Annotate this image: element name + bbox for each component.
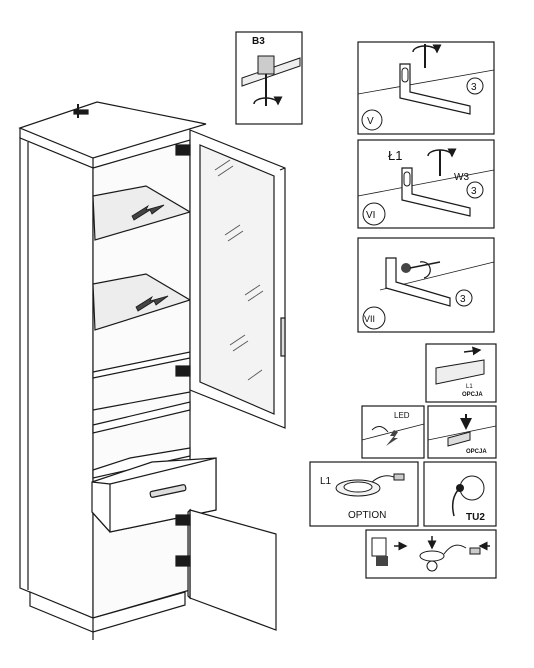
screwdriver-icon xyxy=(427,148,457,158)
drawer-handle xyxy=(149,484,187,498)
drawer-compartment-top xyxy=(92,401,191,434)
step-panel-vi: Ł1 W3 3 VI xyxy=(357,139,495,229)
upper-door-handle xyxy=(280,317,286,357)
detail-panel-b3: B3 xyxy=(235,31,303,125)
opcja-detail-panel: OPCJA xyxy=(427,405,497,459)
cabinet-side-panel xyxy=(19,137,94,619)
cabinet xyxy=(18,101,286,640)
tu2-panel: TU2 xyxy=(423,461,497,527)
screwdriver-icon xyxy=(412,44,442,54)
shelf-insert-arrows xyxy=(131,204,169,312)
qty-v: 3 xyxy=(471,82,477,93)
part-w3-label: W3 xyxy=(454,172,469,183)
step-vi-label: VI xyxy=(366,210,375,221)
step-panel-vii: 3 VII xyxy=(357,237,495,333)
l1-small-label: L1 xyxy=(466,384,473,390)
qty-vii: 3 xyxy=(460,294,466,305)
part-l1-label: Ł1 xyxy=(388,148,402,163)
lower-door xyxy=(189,509,277,631)
power-plug-icon xyxy=(371,537,387,557)
rotate-arrow-icon xyxy=(419,261,431,279)
hinge-icon xyxy=(175,144,191,567)
option-label: OPTION xyxy=(348,510,386,521)
step-v-label: V xyxy=(367,116,374,127)
step-vii-label: VII xyxy=(364,314,375,324)
cabinet-top xyxy=(18,101,207,159)
led-cable-panel: LED xyxy=(361,405,425,459)
l1-option-panel: L1 OPTION xyxy=(309,461,419,527)
led-label: LED xyxy=(394,411,410,420)
power-connection-panel xyxy=(365,529,497,579)
opcja-label-1: OPCJA xyxy=(462,392,483,398)
led-detail-panel-l1: L1 OPCJA xyxy=(425,343,497,403)
opcja-label-2: OPCJA xyxy=(466,449,487,455)
tu2-label: TU2 xyxy=(466,512,485,523)
label-b3: B3 xyxy=(252,36,265,47)
switch-icon xyxy=(419,550,445,562)
lower-compartment-shelf xyxy=(92,447,191,479)
rotate-arrow-icon xyxy=(253,96,283,106)
step-panel-v: 3 V xyxy=(357,41,495,135)
qty-vi: 3 xyxy=(471,186,477,197)
l1-option-label: L1 xyxy=(320,476,332,487)
